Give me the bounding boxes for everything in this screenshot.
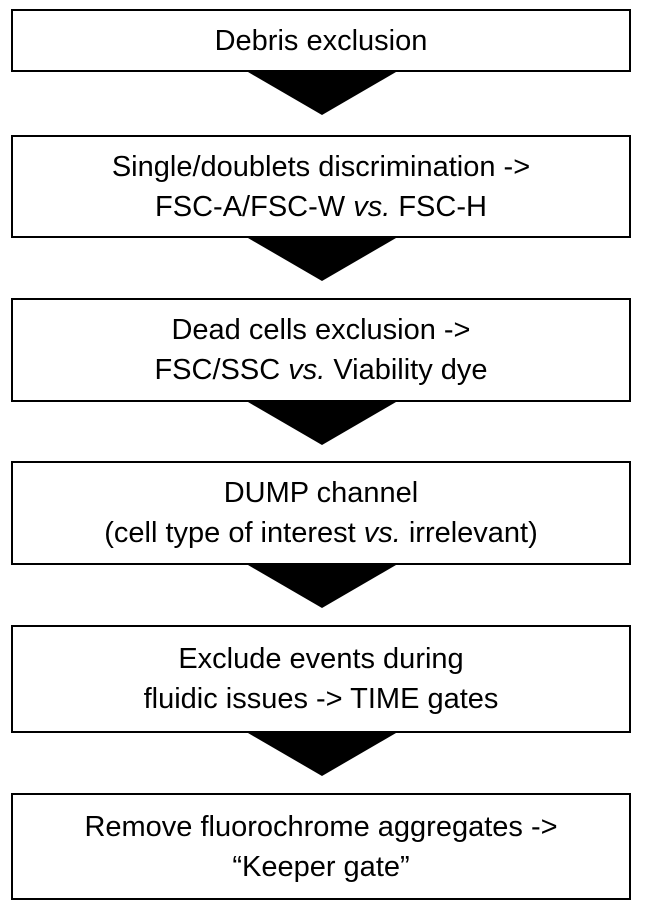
step-label: Debris exclusion — [214, 24, 428, 57]
step-box-dump-channel: DUMP channel (cell type of interest vs. … — [11, 461, 631, 565]
step-sublabel: (cell type of interest vs. irrelevant) — [104, 513, 538, 553]
flow-arrow-down — [248, 238, 396, 281]
flow-arrow-down — [248, 733, 396, 776]
step-sublabel-versus: vs. — [363, 517, 401, 549]
step-label: Exclude events during — [178, 643, 464, 675]
step-sublabel-text: Viability dye — [325, 354, 488, 386]
step-sublabel-text: (cell type of interest — [104, 517, 364, 549]
step-sublabel-text: FSC/SSC — [154, 354, 289, 386]
flow-arrow-down — [248, 72, 396, 115]
step-label: Remove fluorochrome aggregates -> — [84, 810, 558, 843]
step-box-singlet-discrimination: Single/doublets discrimination -> FSC-A/… — [11, 135, 631, 238]
step-sublabel: FSC/SSC vs. Viability dye — [154, 350, 487, 390]
step-sublabel: fluidic issues -> TIME gates — [143, 683, 499, 715]
step-label: DUMP channel — [223, 477, 419, 509]
step-sublabel: FSC-A/FSC-W vs. FSC-H — [155, 187, 487, 227]
step-label: Single/doublets discrimination -> — [111, 150, 531, 183]
step-sublabel-text: irrelevant) — [400, 517, 538, 549]
step-sublabel-text: FSC-H — [390, 190, 487, 223]
step-box-time-gates: Exclude events during fluidic issues -> … — [11, 625, 631, 733]
step-sublabel-versus: vs. — [353, 190, 391, 223]
step-sublabel-text: FSC-A/FSC-W — [155, 190, 354, 223]
step-sublabel: “Keeper gate” — [232, 850, 410, 883]
step-box-keeper-gate: Remove fluorochrome aggregates -> “Keepe… — [11, 793, 631, 900]
step-box-debris-exclusion: Debris exclusion — [11, 9, 631, 72]
flow-arrow-down — [248, 402, 396, 445]
step-sublabel-versus: vs. — [288, 354, 326, 386]
flow-arrow-down — [248, 565, 396, 608]
step-box-dead-cells-exclusion: Dead cells exclusion -> FSC/SSC vs. Viab… — [11, 298, 631, 402]
step-label: Dead cells exclusion -> — [171, 314, 471, 346]
